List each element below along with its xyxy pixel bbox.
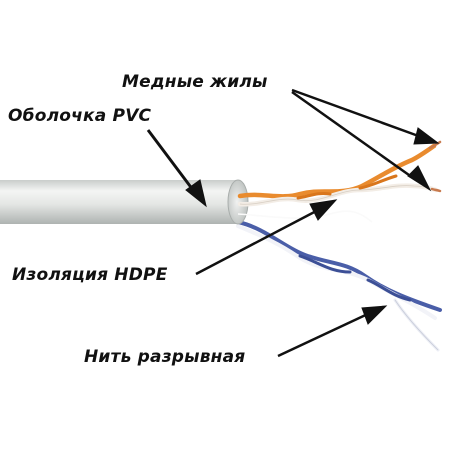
blue-twisted-pair: [236, 220, 442, 352]
white-orange-outline: [239, 185, 437, 205]
arrow-sheath: [146, 129, 198, 195]
rip-cord-thread: [237, 210, 373, 223]
label-hdpe-insulation: Изоляция HDPE: [12, 265, 168, 285]
label-pvc-sheath: Оболочка PVC: [8, 106, 152, 126]
copper-conductor-1: [428, 140, 442, 150]
arrow-copper-upper: [291, 88, 425, 140]
arrow-copper-upper-head: [413, 127, 440, 145]
arrow-insulation-head: [309, 199, 338, 221]
pointer-arrows: [146, 88, 440, 358]
arrow-copper-lower-head: [407, 165, 432, 192]
arrow-insulation: [195, 206, 323, 276]
white-blue-wire: [236, 224, 437, 320]
copper-conductor-2: [430, 187, 442, 193]
pvc-sheath: [0, 179, 249, 225]
arrow-rip-cord-head: [361, 305, 388, 325]
label-rip-cord: Нить разрывная: [84, 347, 246, 367]
orange-wire: [237, 143, 437, 199]
blue-wire-twist: [298, 254, 412, 302]
label-copper-conductors: Медные жилы: [122, 72, 268, 92]
arrow-copper-lower: [291, 90, 417, 182]
arrow-sheath-head: [185, 179, 207, 208]
orange-stripe-twist: [296, 174, 398, 200]
arrow-rip-cord: [277, 310, 373, 358]
orange-twisted-pair: [237, 140, 442, 207]
white-blue-wire-tail-outline: [394, 299, 439, 351]
